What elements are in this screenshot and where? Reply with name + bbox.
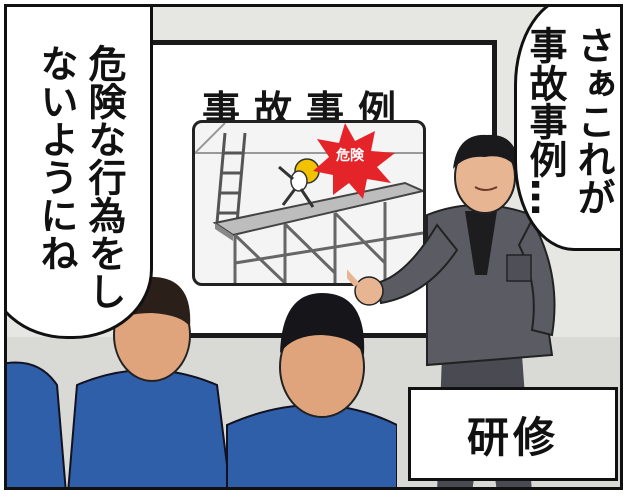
speech-bubble-right-text: さぁこれが事故事例… [523,26,615,216]
ladder [215,132,247,224]
whiteboard: 事故事例 [115,40,497,338]
falling-worker [278,158,320,208]
danger-burst [313,123,395,199]
speech-bubble-left-text: 危険な行為をしないようにね [34,44,126,310]
speech-bubble-right: さぁこれが事故事例… [514,7,620,251]
scaffold-illustration [195,123,423,283]
danger-label: 危険 [336,148,364,164]
accident-illustration: 危険 [192,120,426,286]
caption-box: 研修 [408,387,618,481]
speech-bubble-left: 危険な行為をしないようにね [7,7,153,339]
caption-text: 研修 [466,412,559,462]
comic-panel: 事故事例 [4,4,623,490]
